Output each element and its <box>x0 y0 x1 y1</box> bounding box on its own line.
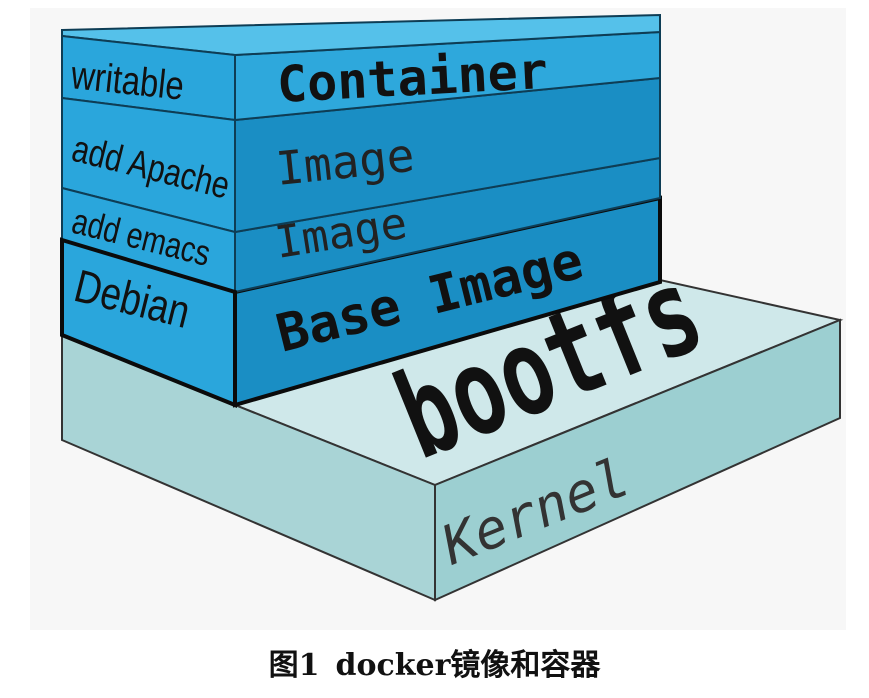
base-front-face <box>60 237 237 408</box>
image-stack: writable add Apache add emacs Debian Con… <box>60 13 662 408</box>
docker-layers-diagram: bootfs Kernel writable add Apache add em… <box>60 13 844 602</box>
container-label: Container <box>276 42 550 114</box>
figure-title: docker镜像和容器 <box>335 648 601 683</box>
figure-caption: 图1 docker镜像和容器 <box>0 640 869 684</box>
kernel-right-face <box>434 318 841 602</box>
figure-number: 图1 <box>268 648 320 683</box>
